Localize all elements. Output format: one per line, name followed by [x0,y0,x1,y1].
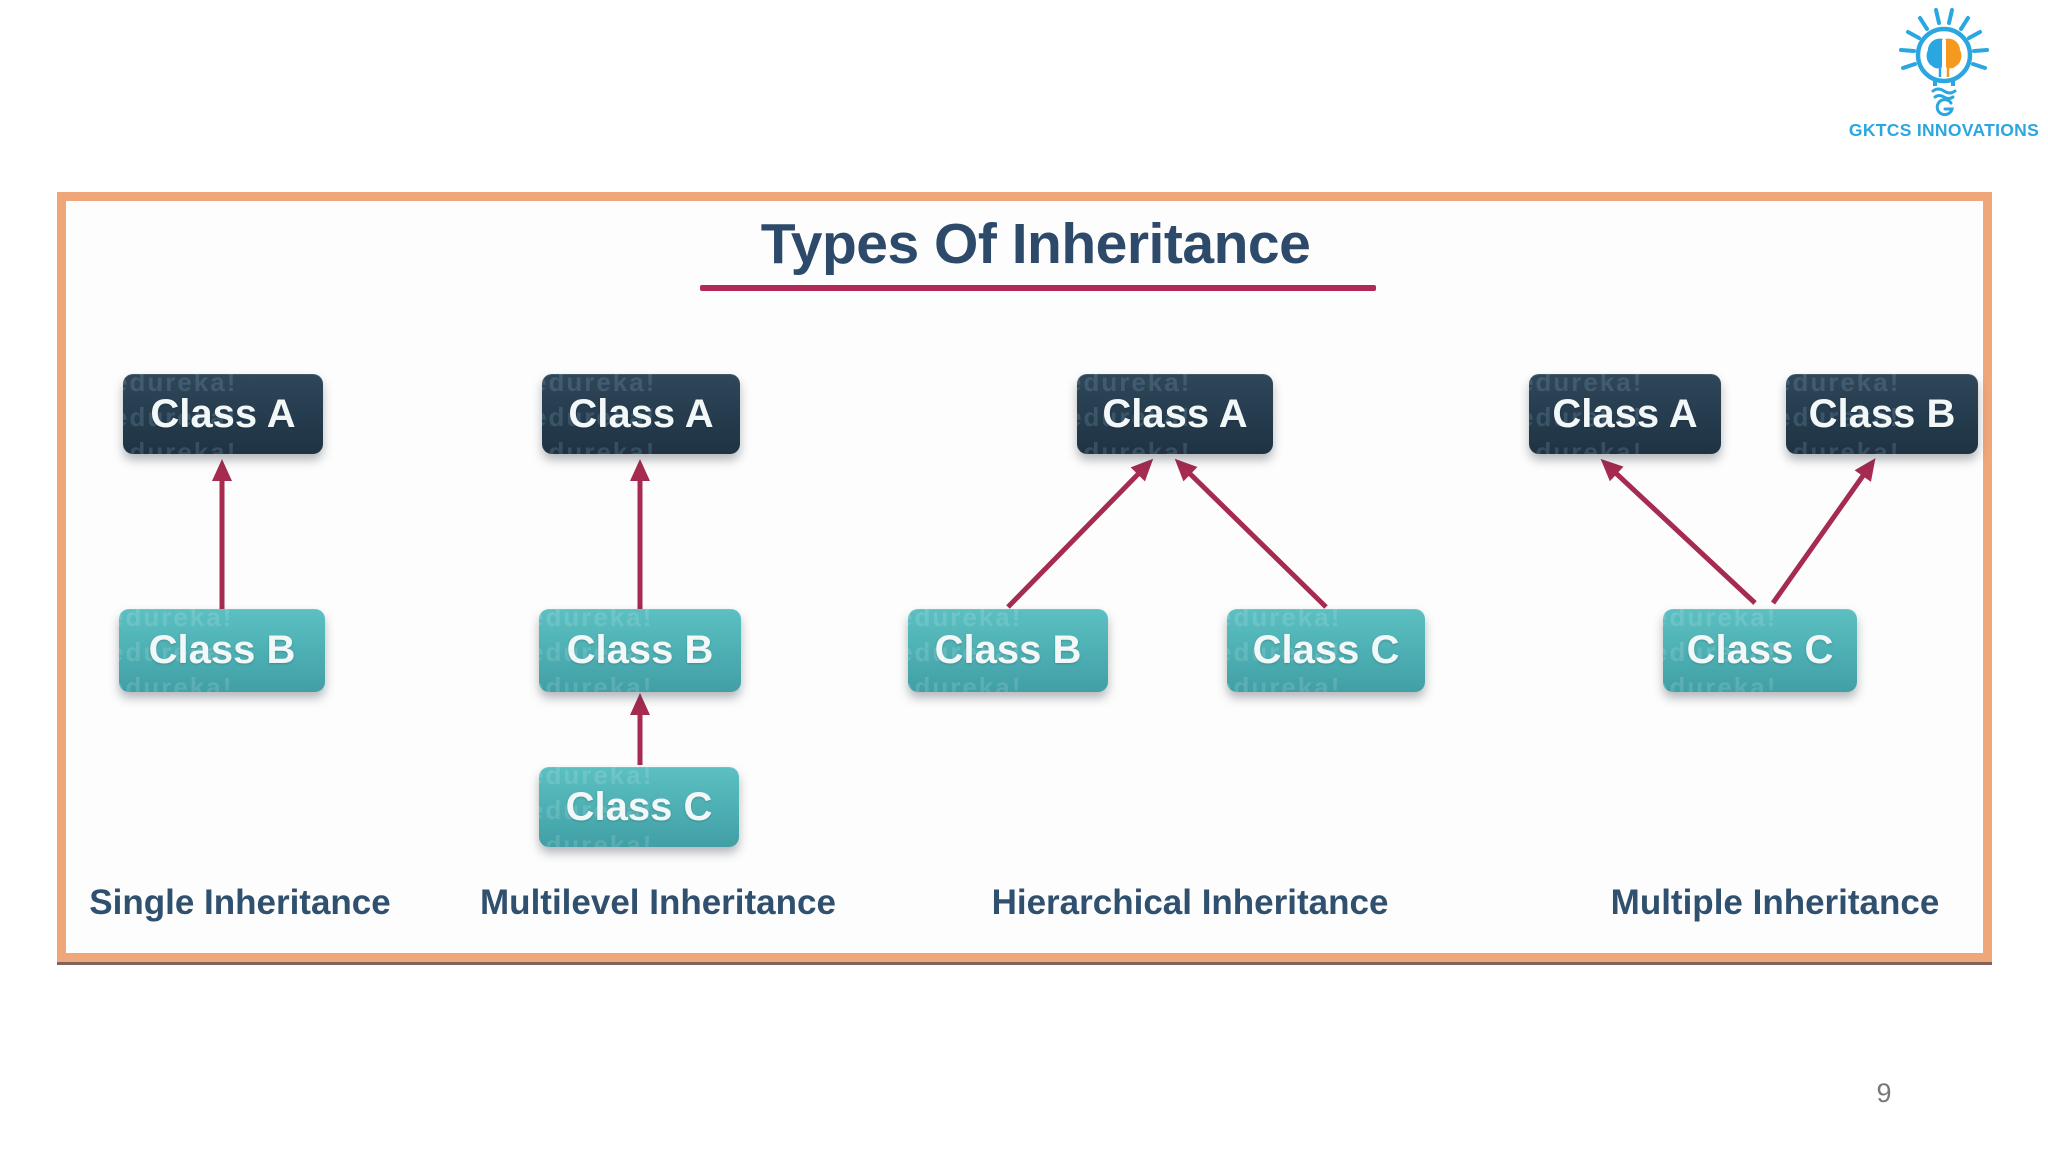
node-multiple-class-c: edureka! edureka! edureka! edureka! edur… [1663,609,1857,692]
logo-text: GKTCS INNOVATIONS [1848,120,2040,140]
node-hierarchical-class-c: edureka! edureka! edureka! edureka! edur… [1227,609,1425,692]
class-box-text: Class B [1808,391,1956,436]
node-hierarchical-class-a: edureka! edureka! edureka! edureka! edur… [1077,374,1273,454]
arrow-multiple-1 [1770,458,1876,605]
slide-frame: Types Of Inheritance edureka! edureka! e… [57,192,1992,962]
arrow-hierarchical-0 [1006,458,1154,609]
class-box-text: Class B [566,628,714,672]
node-multilevel-class-a: edureka! edureka! edureka! edureka! edur… [542,374,740,454]
inheritance-arrows-layer [212,458,1876,765]
class-box-text: Class C [565,784,713,829]
class-box-text: Class A [1102,391,1248,436]
node-single-class-b: edureka! edureka! edureka! edureka! edur… [119,609,325,692]
class-box-text: Class A [568,391,714,436]
slide-title: Types Of Inheritance [760,212,1311,276]
arrow-hierarchical-1 [1174,458,1328,609]
node-multilevel-class-c: edureka! edureka! edureka! edureka! edur… [539,767,739,847]
label-single: Single Inheritance [89,883,391,922]
class-box-text: Class C [1252,628,1400,672]
gktcs-logo: GKTCS INNOVATIONS [1832,6,2048,141]
node-single-class-a: edureka! edureka! edureka! edureka! edur… [123,374,323,454]
label-multilevel: Multilevel Inheritance [480,883,836,922]
node-multiple-class-b: edureka! edureka! edureka! edureka! edur… [1786,374,1978,454]
label-hierarchical: Hierarchical Inheritance [991,883,1389,922]
class-box-text: Class B [148,628,296,672]
title-underline [700,285,1376,291]
diagram-area: edureka! edureka! edureka! edureka! edur… [66,201,1983,953]
node-multiple-class-a: edureka! edureka! edureka! edureka! edur… [1529,374,1721,454]
class-box-text: Class A [150,391,296,436]
node-multilevel-class-b: edureka! edureka! edureka! edureka! edur… [539,609,741,692]
page-number: 9 [1876,1078,1892,1108]
class-box-text: Class A [1552,391,1698,436]
class-box-text: Class B [934,628,1082,672]
node-hierarchical-class-b: edureka! edureka! edureka! edureka! edur… [908,609,1108,692]
arrow-multiple-0 [1600,458,1757,605]
class-box-text: Class C [1686,628,1834,672]
lightbulb-brain-icon [1899,8,1989,117]
label-multiple: Multiple Inheritance [1610,883,1940,922]
